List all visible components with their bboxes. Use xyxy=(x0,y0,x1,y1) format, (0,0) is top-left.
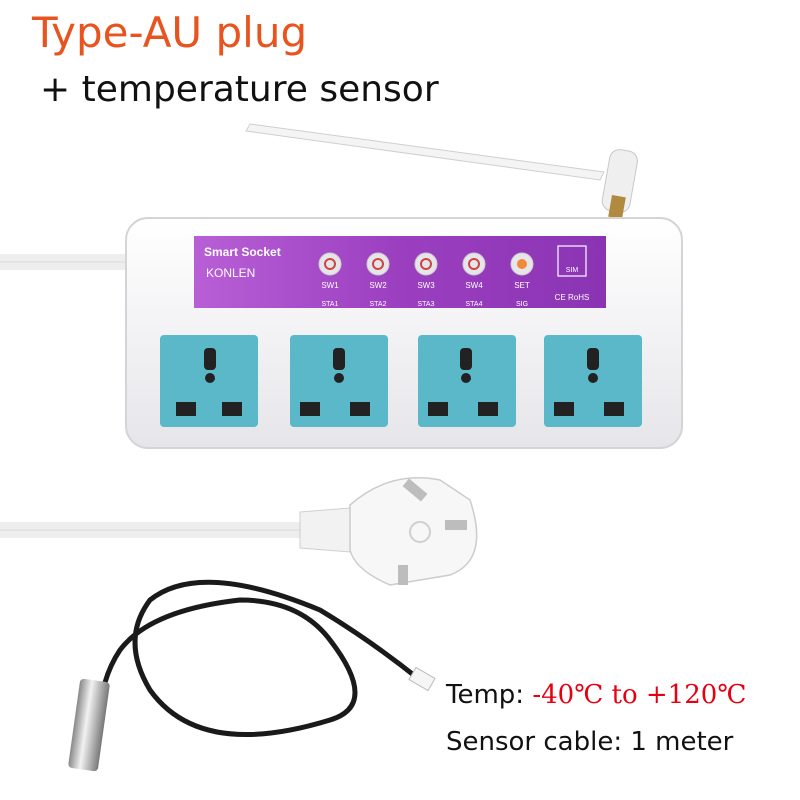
outlet-1 xyxy=(160,335,258,427)
switch-button-sw1[interactable]: SW1 STA1 xyxy=(318,252,342,308)
sw4-label: SW4 xyxy=(465,281,483,290)
product-title: Type-AU plug xyxy=(32,8,308,57)
sta3-label: STA3 xyxy=(418,301,435,308)
outlet-2 xyxy=(290,335,388,427)
outlet-3 xyxy=(418,335,516,427)
set-label: SET xyxy=(514,281,530,290)
panel-brand-name: KONLEN xyxy=(206,266,255,280)
temperature-label: Temp: xyxy=(446,680,533,710)
cable-spec: Sensor cable: 1 meter xyxy=(446,727,734,757)
sim-label: SIM xyxy=(566,267,579,274)
switch-button-sw4[interactable]: SW4 STA4 xyxy=(462,252,486,308)
sim-slot[interactable]: SIM xyxy=(557,245,587,277)
antenna xyxy=(245,123,638,220)
sw2-label: SW2 xyxy=(369,281,387,290)
control-panel: Smart Socket KONLEN SW1 STA1 SW2 STA2 SW… xyxy=(194,236,606,308)
cert-label: CE RoHS xyxy=(555,293,590,302)
temperature-spec: Temp: -40℃ to +120℃ xyxy=(446,680,746,710)
sta2-label: STA2 xyxy=(370,301,387,308)
switch-button-sw3[interactable]: SW3 STA3 xyxy=(414,252,438,308)
set-button[interactable]: SET SIG xyxy=(510,252,534,308)
sig-label: SIG xyxy=(516,301,528,308)
outlet-4 xyxy=(544,335,642,427)
switch-button-sw2[interactable]: SW2 STA2 xyxy=(366,252,390,308)
sta1-label: STA1 xyxy=(322,301,339,308)
temperature-range: -40℃ to +120℃ xyxy=(532,680,747,710)
sta4-label: STA4 xyxy=(466,301,483,308)
panel-brand-line: Smart Socket xyxy=(204,245,281,259)
sw3-label: SW3 xyxy=(417,281,435,290)
temperature-sensor xyxy=(68,579,436,772)
product-subtitle: + temperature sensor xyxy=(40,69,439,110)
au-plug xyxy=(0,477,478,586)
sw1-label: SW1 xyxy=(321,281,339,290)
